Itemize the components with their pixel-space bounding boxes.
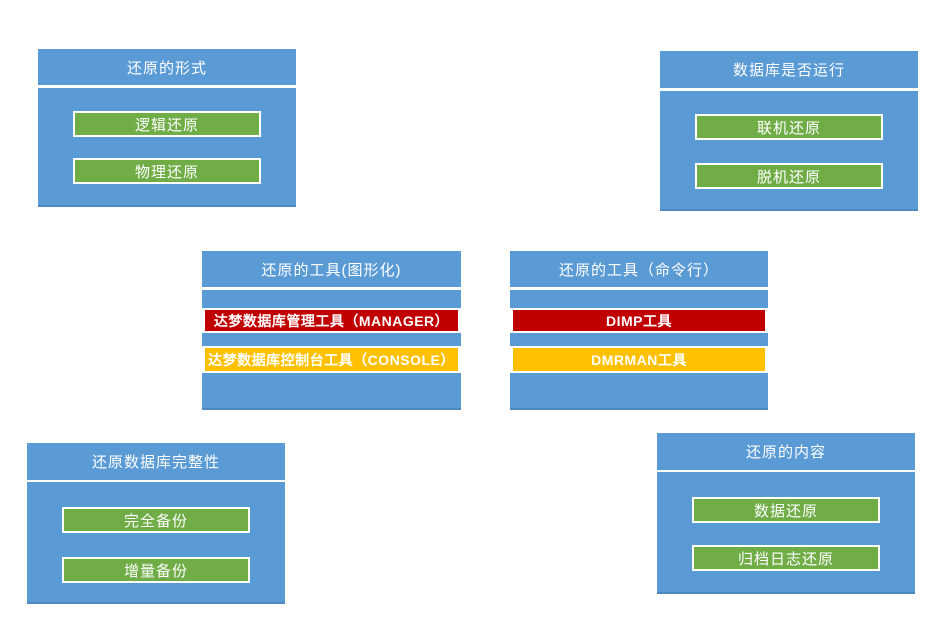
panel-restore-form-title: 还原的形式 — [38, 49, 296, 85]
panel-tools-cli-body: DIMP工具 DMRMAN工具 — [510, 290, 768, 410]
panel-restore-content-body: 数据还原 归档日志还原 — [657, 472, 915, 594]
item-logical-restore: 逻辑还原 — [73, 111, 261, 137]
bar-dmrman-tool: DMRMAN工具 — [513, 348, 765, 371]
item-data-restore: 数据还原 — [692, 497, 880, 523]
panel-db-running-title: 数据库是否运行 — [660, 51, 918, 88]
panel-tools-cli: 还原的工具（命令行） DIMP工具 DMRMAN工具 — [510, 251, 768, 410]
bar-manager-tool: 达梦数据库管理工具（MANAGER） — [205, 310, 458, 331]
panel-backup-integrity: 还原数据库完整性 完全备份 增量备份 — [27, 443, 285, 604]
bar-console-tool: 达梦数据库控制台工具（CONSOLE） — [205, 348, 458, 371]
panel-restore-content-title: 还原的内容 — [657, 433, 915, 470]
item-archive-log-restore: 归档日志还原 — [692, 545, 880, 571]
panel-db-running: 数据库是否运行 联机还原 脱机还原 — [660, 51, 918, 211]
panel-restore-form: 还原的形式 逻辑还原 物理还原 — [38, 49, 296, 207]
bar-dimp-tool: DIMP工具 — [513, 310, 765, 331]
panel-tools-gui-title: 还原的工具(图形化) — [202, 251, 461, 287]
panel-db-running-body: 联机还原 脱机还原 — [660, 91, 918, 211]
panel-restore-form-body: 逻辑还原 物理还原 — [38, 88, 296, 207]
item-offline-restore: 脱机还原 — [695, 163, 883, 189]
panel-tools-gui: 还原的工具(图形化) 达梦数据库管理工具（MANAGER） 达梦数据库控制台工具… — [202, 251, 461, 410]
spacer-strip — [202, 290, 461, 308]
spacer-strip — [202, 333, 461, 346]
spacer-strip — [510, 290, 768, 308]
spacer-strip — [202, 373, 461, 410]
panel-backup-integrity-title: 还原数据库完整性 — [27, 443, 285, 480]
panel-restore-content: 还原的内容 数据还原 归档日志还原 — [657, 433, 915, 594]
panel-tools-cli-title: 还原的工具（命令行） — [510, 251, 768, 287]
item-incremental-backup: 增量备份 — [62, 557, 250, 583]
spacer-strip — [510, 333, 768, 346]
item-full-backup: 完全备份 — [62, 507, 250, 533]
item-online-restore: 联机还原 — [695, 114, 883, 140]
panel-backup-integrity-body: 完全备份 增量备份 — [27, 482, 285, 604]
spacer-strip — [510, 373, 768, 410]
panel-tools-gui-body: 达梦数据库管理工具（MANAGER） 达梦数据库控制台工具（CONSOLE） — [202, 290, 461, 410]
item-physical-restore: 物理还原 — [73, 158, 261, 184]
